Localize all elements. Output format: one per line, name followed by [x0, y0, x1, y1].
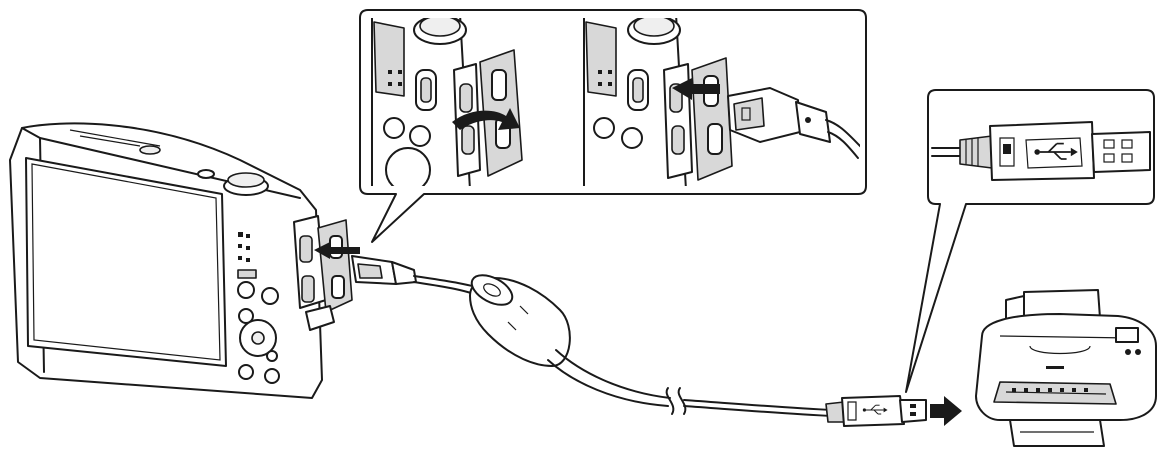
cable-plug-camera [351, 255, 417, 285]
push-arrow-right [930, 396, 962, 426]
printer-display [1115, 327, 1139, 343]
insert-plug-arrow [672, 78, 720, 100]
ferrite-core [469, 274, 571, 367]
lcd-screen [25, 157, 227, 367]
usb-a-plug [825, 395, 927, 427]
callout-port-detail [359, 9, 867, 243]
usb-plug-metal-tip [1091, 131, 1151, 173]
panel-open-cover [371, 18, 523, 186]
callout-usb-plug-detail [905, 89, 1155, 393]
paper-tray [1009, 419, 1105, 447]
usb-cable [413, 274, 833, 417]
panel-insert-plug [583, 18, 860, 186]
camera-usb-port [293, 215, 353, 331]
port-cover-open [479, 49, 523, 177]
insert-arrow [314, 242, 360, 259]
usb-plug-body [989, 121, 1095, 181]
camera [9, 122, 417, 399]
open-cover-arrow [452, 108, 520, 130]
printer [975, 289, 1157, 447]
power-button [197, 169, 215, 179]
camera-controls [237, 232, 280, 384]
